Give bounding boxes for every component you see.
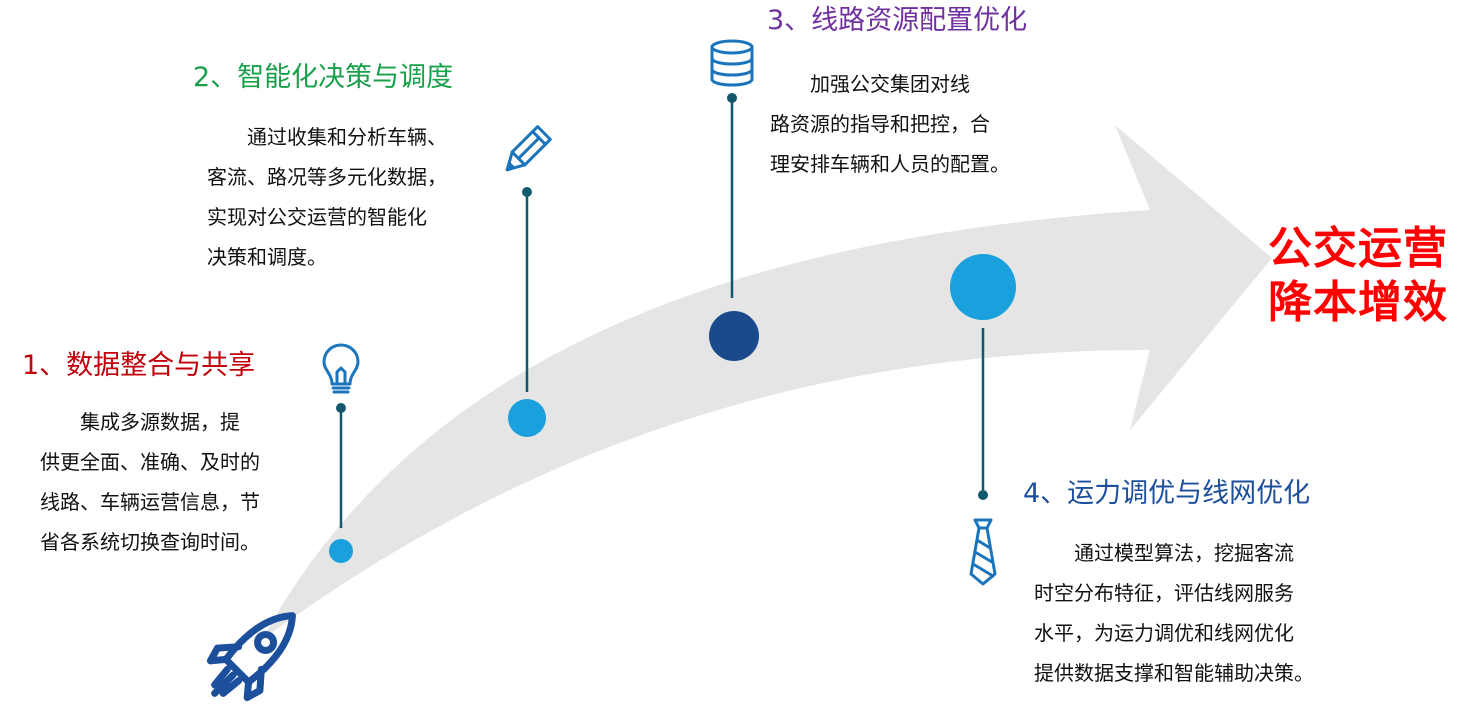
stage-1-desc-line: 省各系统切换查询时间。 <box>40 530 260 554</box>
stage-1-desc-line: 线路、车辆运营信息，节 <box>40 490 260 514</box>
connector-cap-1 <box>336 403 346 413</box>
goal-label: 公交运营 降本增效 <box>1268 222 1448 330</box>
progress-arrow <box>262 125 1272 640</box>
milestone-dot-2 <box>508 399 546 437</box>
stage-2-title: 2、智能化决策与调度 <box>193 62 454 93</box>
stage-3-desc-line: 路资源的指导和把控，合 <box>770 112 990 136</box>
stage-1-desc-line: 集成多源数据，提 <box>40 410 240 434</box>
connector-cap-3 <box>727 93 737 103</box>
stage-1-title: 1、数据整合与共享 <box>22 350 256 381</box>
stage-2-desc-line: 客流、路况等多元化数据， <box>207 165 447 189</box>
milestone-dot-1 <box>329 539 353 563</box>
stage-3-desc-line: 理安排车辆和人员的配置。 <box>770 152 1010 176</box>
connector-cap-2 <box>522 187 532 197</box>
pencil-icon <box>505 125 552 172</box>
database-icon <box>710 39 754 87</box>
stage-4-desc-line: 时空分布特征，评估线网服务 <box>1034 581 1294 605</box>
goal-line: 公交运营 <box>1268 223 1448 274</box>
stage-2-desc-line: 实现对公交运营的智能化 <box>207 205 427 229</box>
stage-4-description: 通过模型算法，挖掘客流 时空分布特征，评估线网服务 水平，为运力调优和线网优化 … <box>1034 533 1314 693</box>
stage-3-title: 3、线路资源配置优化 <box>767 5 1028 36</box>
lightbulb-icon <box>322 343 360 394</box>
stage-4-title: 4、运力调优与线网优化 <box>1023 478 1311 509</box>
stage-4-desc-line: 提供数据支撑和智能辅助决策。 <box>1034 661 1314 685</box>
stage-2-description: 通过收集和分析车辆、 客流、路况等多元化数据， 实现对公交运营的智能化 决策和调… <box>207 117 447 277</box>
tie-icon <box>969 518 997 586</box>
stage-2-desc-line: 通过收集和分析车辆、 <box>207 125 447 149</box>
stage-2-desc-line: 决策和调度。 <box>207 245 327 269</box>
stage-3-description: 加强公交集团对线 路资源的指导和把控，合 理安排车辆和人员的配置。 <box>770 64 1010 184</box>
stage-1-description: 集成多源数据，提 供更全面、准确、及时的 线路、车辆运营信息，节 省各系统切换查… <box>40 402 260 562</box>
goal-line: 降本增效 <box>1268 277 1448 328</box>
stage-4-desc-line: 水平，为运力调优和线网优化 <box>1034 621 1294 645</box>
connector-cap-4 <box>978 490 988 500</box>
milestone-dot-3 <box>709 311 759 361</box>
rocket-icon <box>206 612 296 702</box>
stage-4-desc-line: 通过模型算法，挖掘客流 <box>1034 541 1294 565</box>
milestone-dot-4 <box>950 254 1016 320</box>
stage-3-desc-line: 加强公交集团对线 <box>770 72 970 96</box>
stage-1-desc-line: 供更全面、准确、及时的 <box>40 450 260 474</box>
